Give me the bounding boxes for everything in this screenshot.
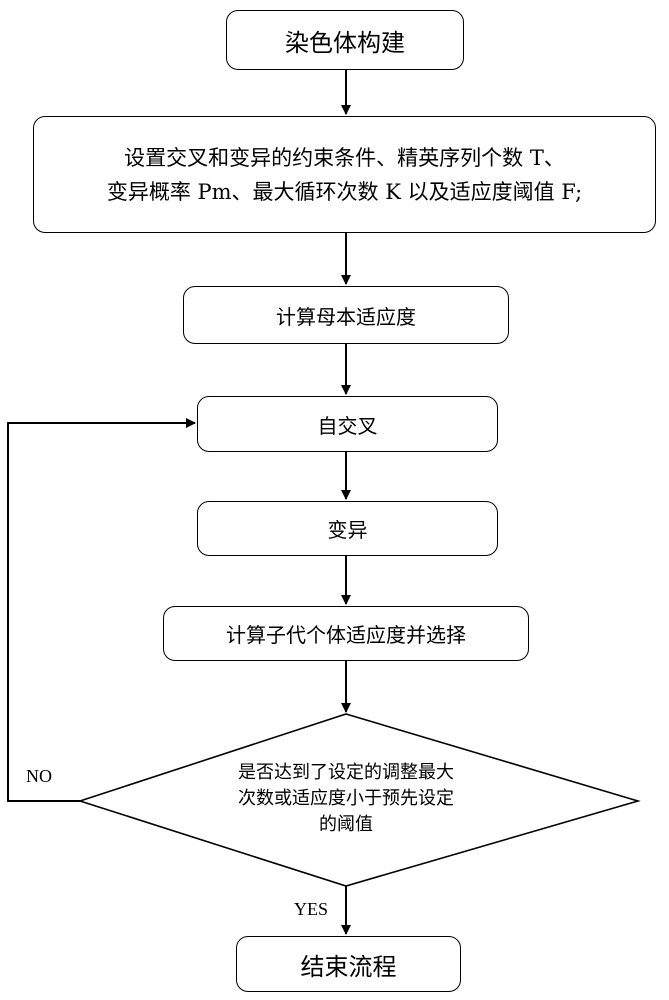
self-crossover-node: 自交叉 <box>197 396 498 452</box>
setup-node: 设置交叉和变异的约束条件、精英序列个数 T、 变异概率 Pm、最大循环次数 K … <box>33 116 656 233</box>
yes-label: YES <box>294 899 329 919</box>
decision-line-3: 的阈值 <box>319 814 373 835</box>
parent-fitness-node: 计算母本适应度 <box>183 286 509 344</box>
setup-line-2: 变异概率 Pm、最大循环次数 K 以及适应度阈值 F; <box>106 179 583 204</box>
offspring-fitness-node: 计算子代个体适应度并选择 <box>163 606 529 661</box>
decision-line-2: 次数或适应度小于预先设定 <box>238 788 454 809</box>
loop-back-no-path <box>7 418 196 802</box>
no-label: NO <box>26 766 52 786</box>
decision-text: 是否达到了设定的调整最大 次数或适应度小于预先设定 的阈值 <box>196 760 496 838</box>
start-label: 染色体构建 <box>285 28 405 57</box>
offspring-fitness-label: 计算子代个体适应度并选择 <box>226 623 466 647</box>
decision-line-1: 是否达到了设定的调整最大 <box>238 762 454 783</box>
self-crossover-label: 自交叉 <box>317 413 378 438</box>
parent-fitness-label: 计算母本适应度 <box>276 304 416 329</box>
start-node: 染色体构建 <box>226 10 464 70</box>
end-label: 结束流程 <box>300 952 397 981</box>
mutation-label: 变异 <box>327 518 368 542</box>
setup-line-1: 设置交叉和变异的约束条件、精英序列个数 T、 <box>124 145 565 170</box>
end-node: 结束流程 <box>236 936 461 992</box>
decision-diamond <box>77 713 641 887</box>
mutation-node: 变异 <box>197 501 498 556</box>
